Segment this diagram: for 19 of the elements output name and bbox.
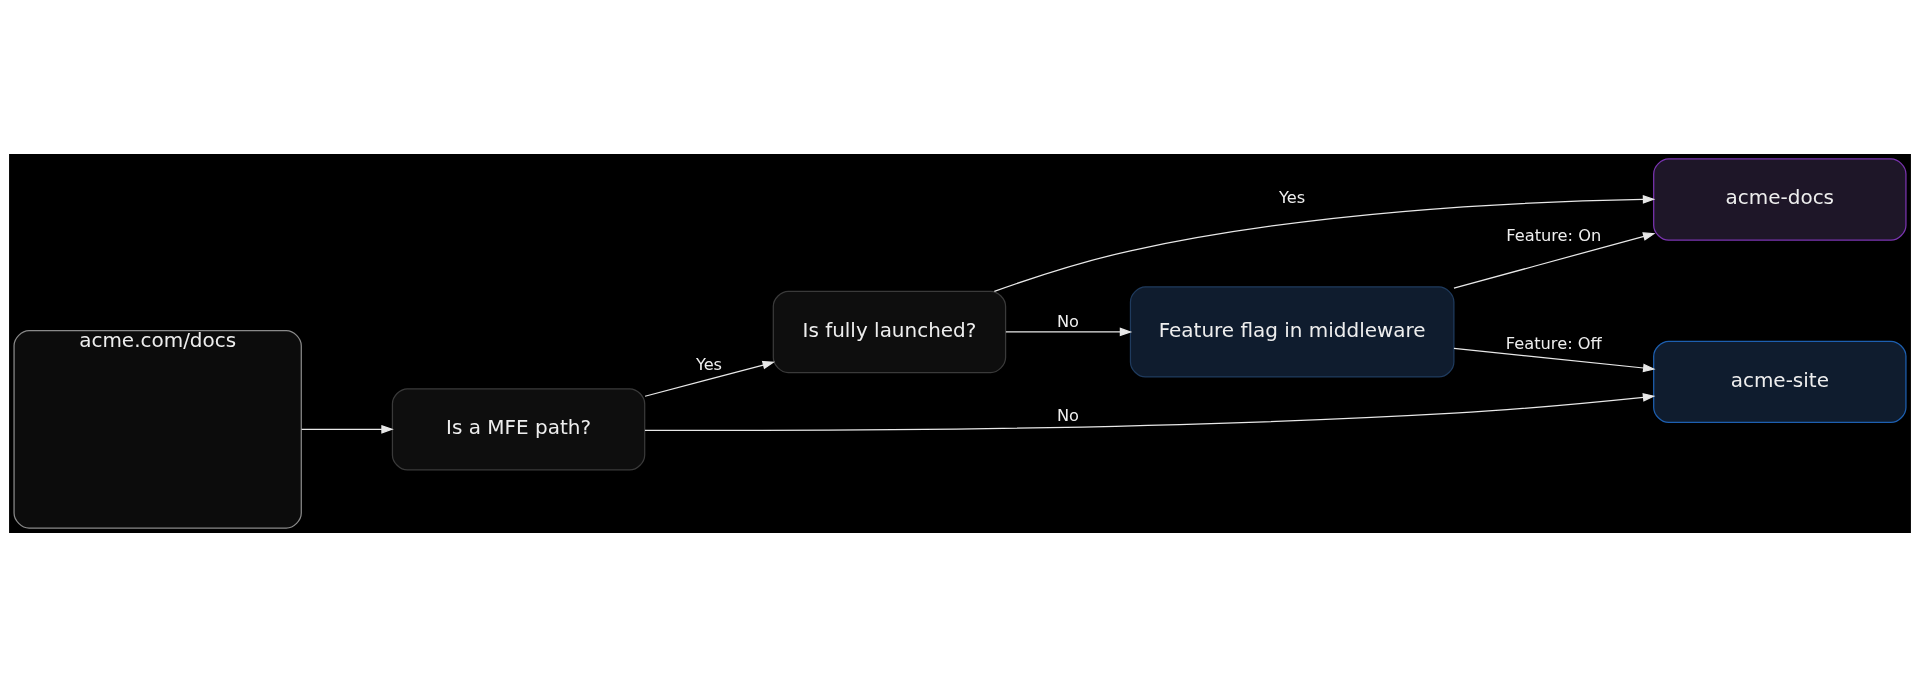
node-box: acme-site: [1653, 340, 1907, 423]
edge-label: Feature: On: [1506, 225, 1602, 245]
node-box: acme.com/docs: [13, 329, 302, 529]
arrow: [993, 194, 1656, 292]
node-box: acme-docs: [1653, 157, 1907, 241]
node-box: Is fully launched?: [772, 290, 1007, 373]
arrow: [1453, 231, 1656, 289]
edge-label: Feature: Off: [1505, 333, 1602, 353]
arrow: [300, 424, 394, 434]
edge-label: Yes: [1279, 187, 1306, 207]
node-box: Is a MFE path?: [391, 387, 646, 471]
arrow: [644, 360, 776, 397]
edge-label: Yes: [695, 354, 723, 374]
arrow: [1453, 347, 1656, 372]
arrow: [644, 392, 1656, 431]
edge-label: No: [1056, 405, 1080, 425]
edge-label: No: [1056, 311, 1080, 331]
arrow: [1005, 327, 1133, 336]
node-box: Feature flag in middleware: [1129, 285, 1455, 378]
